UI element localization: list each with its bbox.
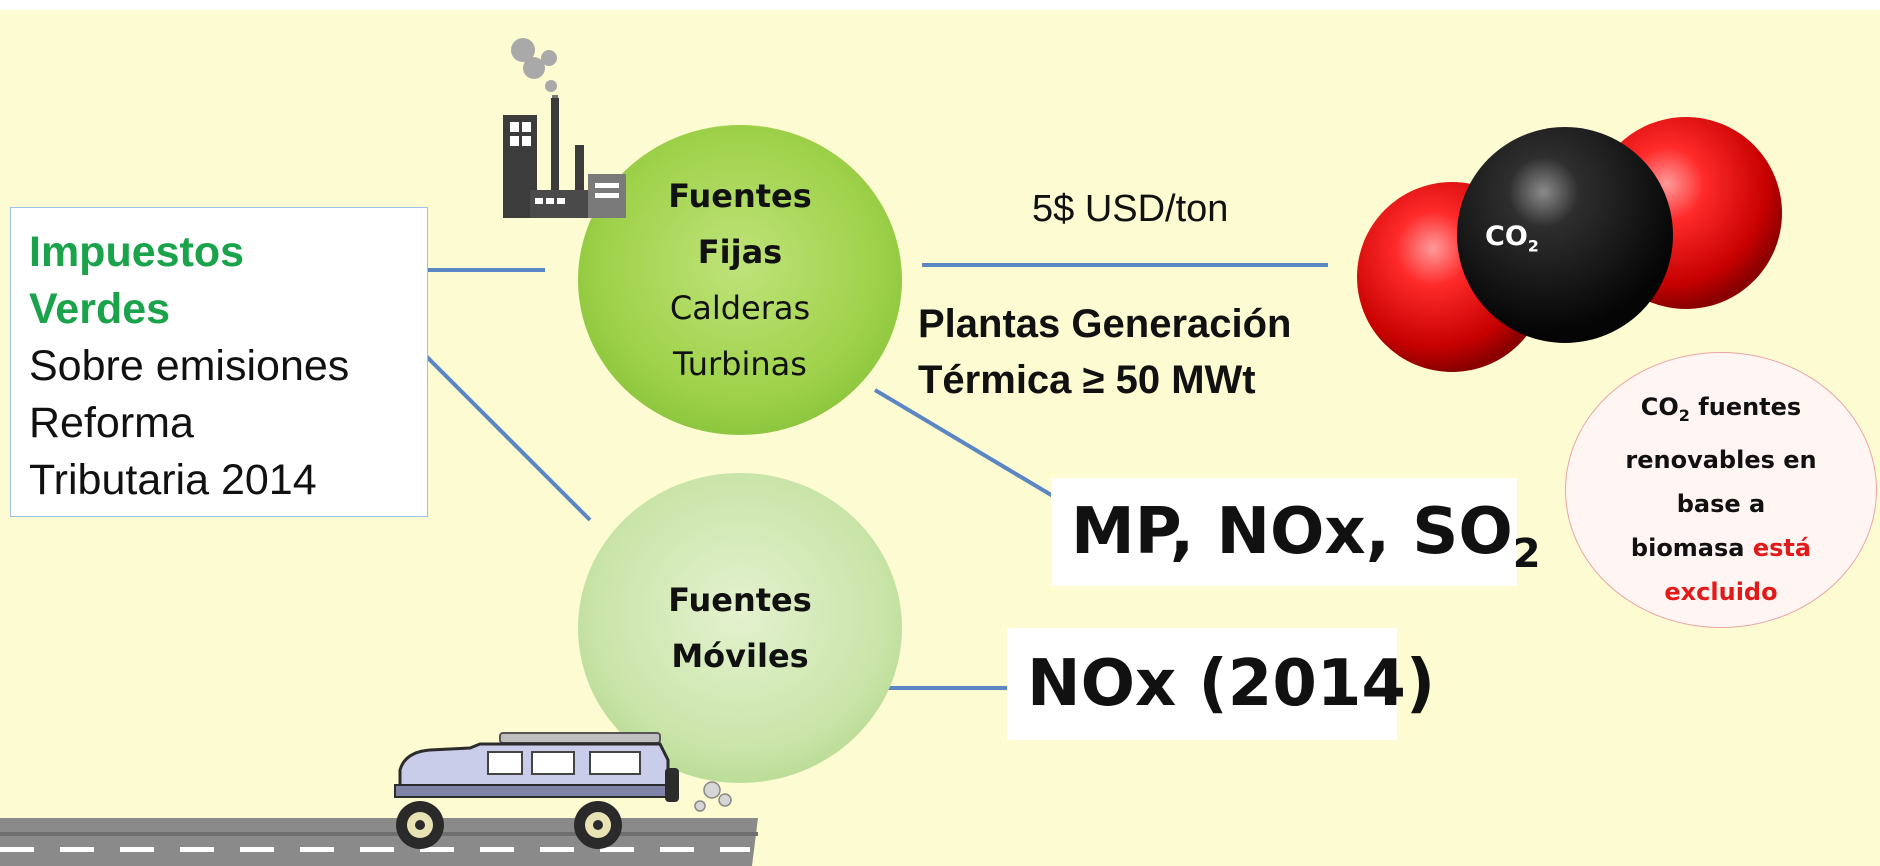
co2-note-esta: está <box>1752 533 1812 562</box>
fixed-pollutants-box: MP, NOx, SO2 <box>1051 478 1541 586</box>
connector-lines <box>338 263 1328 690</box>
thermal-plants-line2: Térmica ≥ 50 MWt <box>918 358 1256 402</box>
top-strip <box>0 0 1880 10</box>
mobile-pollutants-text: NOx (2014) <box>1027 647 1436 721</box>
smoke-icon <box>511 38 557 92</box>
fixed-item-calderas: Calderas <box>669 289 811 327</box>
co2-note-fuentes: fuentes <box>1689 393 1802 421</box>
co2-molecule-icon <box>1357 117 1782 372</box>
thermal-plants-label: Plantas Generación Térmica ≥ 50 MWt <box>918 296 1291 408</box>
mobile-pollutants-box: NOx (2014) <box>1007 628 1435 740</box>
co2-molecule-subscript: 2 <box>1527 236 1539 256</box>
fixed-sources-text: Fuentes Fijas Calderas Turbinas <box>620 168 860 392</box>
co2-molecule-text: CO <box>1485 221 1528 252</box>
fixed-title-line1: Fuentes <box>668 177 812 215</box>
thermal-plants-line1: Plantas Generación <box>918 302 1292 346</box>
co2-note-line4: biomasa está <box>1566 526 1876 570</box>
fixed-sources-circle <box>578 125 902 435</box>
exhaust-icon <box>694 781 732 812</box>
fixed-title-line2: Fijas <box>697 233 783 271</box>
mobile-title-line2: Móviles <box>671 637 809 675</box>
co2-note-line3: base a <box>1676 489 1766 518</box>
mobile-sources-text: Fuentes Móviles <box>620 572 860 684</box>
co2-note-co: CO <box>1640 393 1679 421</box>
fixed-pollutants-text: MP, NOx, SO <box>1071 495 1513 569</box>
fixed-pollutants-subscript: 2 <box>1512 530 1541 577</box>
co2-note-line2: renovables en <box>1625 445 1817 474</box>
factory-icon <box>503 38 626 218</box>
mobile-title-line1: Fuentes <box>668 581 812 619</box>
co2-molecule-label: CO2 <box>1485 221 1539 255</box>
tax-line-emissions: Sobre emisiones <box>29 342 350 390</box>
jeep-icon <box>394 732 679 849</box>
co2-note-line5: excluido <box>1664 577 1778 606</box>
road-icon <box>0 818 758 866</box>
co2-biomass-note: CO2 fuentes renovables en base a biomasa… <box>1565 352 1877 628</box>
connector-fixed-to-pollutants <box>873 388 1070 507</box>
co2-price-label: 5$ USD/ton <box>1032 188 1229 230</box>
tax-line-reform: Reforma <box>29 399 194 447</box>
mobile-sources-circle <box>578 473 902 783</box>
tax-title-line1: Impuestos <box>29 228 245 276</box>
co2-note-line1: CO2 fuentes <box>1566 385 1876 438</box>
tax-title-line2: Verdes <box>29 285 171 333</box>
co2-note-biomasa: biomasa <box>1630 533 1753 562</box>
fixed-item-turbinas: Turbinas <box>673 345 807 383</box>
co2-note-subscript: 2 <box>1678 405 1690 425</box>
tax-line-tributaria: Tributaria 2014 <box>29 456 317 504</box>
green-taxes-box: Impuestos Verdes Sobre emisiones Reforma… <box>10 207 428 517</box>
